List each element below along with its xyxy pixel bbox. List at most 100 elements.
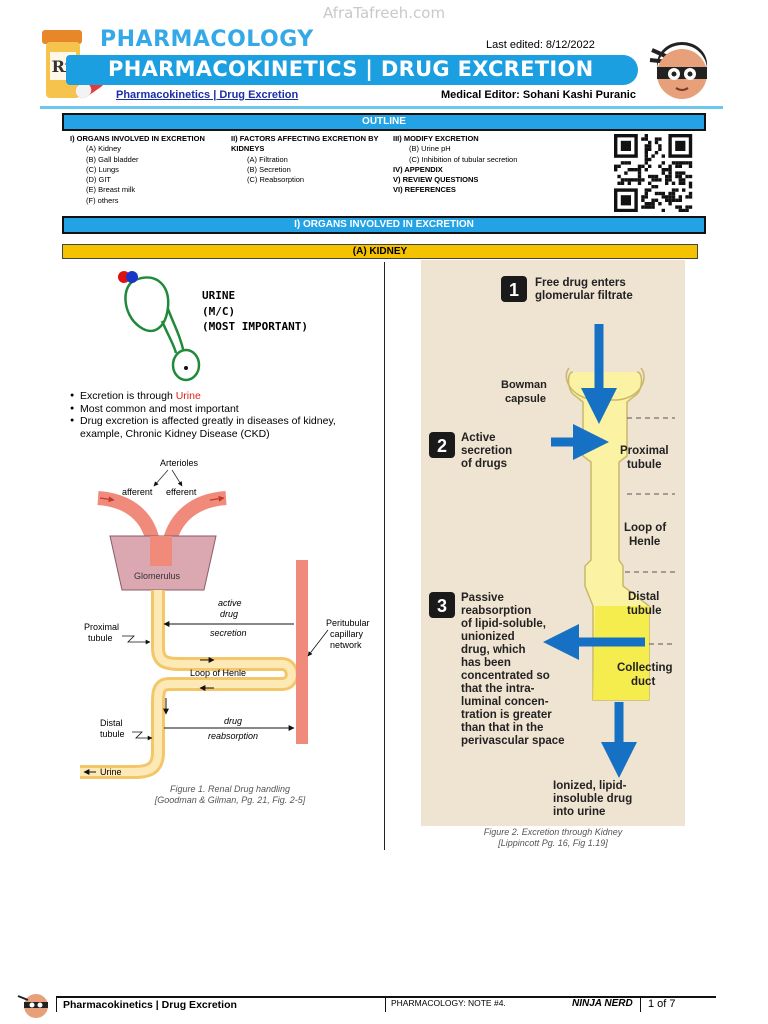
outline-item: (A) Filtration	[247, 154, 288, 164]
step-3-line: of lipid-soluble,	[461, 618, 546, 630]
label-collecting-2: duct	[631, 676, 655, 688]
step-1-line2: glomerular filtrate	[535, 290, 633, 302]
sketch-label-most-important: (MOST IMPORTANT)	[202, 320, 308, 333]
outline-item: (C) Inhibition of tubular secretion	[409, 154, 518, 164]
label-secretion: secretion	[210, 628, 247, 638]
label-loop-of-henle-1: Loop of	[624, 522, 666, 534]
label-loop-of-henle-2: Henle	[629, 536, 660, 548]
footer-note: PHARMACOLOGY: NOTE #4.	[391, 998, 506, 1008]
sketch-label-mc: (M/C)	[202, 305, 235, 318]
label-active: active	[218, 598, 242, 608]
outline-item: (B) Gall bladder	[86, 154, 139, 164]
label-efferent: efferent	[166, 487, 197, 497]
column-divider	[384, 262, 385, 850]
label-arterioles: Arterioles	[160, 458, 199, 468]
label-loop-of-henle: Loop of Henle	[190, 668, 246, 678]
step-2-line2: secretion	[461, 445, 512, 457]
label-proximal-tubule-2: tubule	[627, 459, 662, 471]
subsection-heading: (A) KIDNEY	[62, 244, 698, 259]
section-heading: I) ORGANS INVOLVED IN EXCRETION	[62, 216, 706, 234]
page-number: 1 of 7	[648, 998, 676, 1010]
label-distal: Distal	[100, 718, 123, 728]
step-3-line: that the intra-	[461, 683, 535, 695]
bullet-item: Excretion is through Urine	[70, 390, 370, 403]
label-drug: drug	[220, 609, 238, 619]
step-3-line: Passive	[461, 592, 504, 604]
kidney-sketch: URINE (M/C) (MOST IMPORTANT)	[118, 271, 308, 382]
footer-separator	[56, 998, 57, 1012]
step-3-line: reabsorption	[461, 605, 531, 617]
step-3-line: concentrated so	[461, 670, 550, 682]
subject-title: PHARMACOLOGY	[100, 27, 314, 52]
header-divider	[40, 106, 723, 109]
step-3-line: than that in the	[461, 722, 543, 734]
topic-link[interactable]: Pharmacokinetics | Drug Excretion	[116, 89, 299, 101]
output-line2: insoluble drug	[553, 793, 632, 805]
title-bar	[66, 55, 638, 85]
step-3-line: perivascular space	[461, 735, 565, 747]
outline-col2-title: II) FACTORS AFFECTING EXCRETION BY KIDNE…	[231, 134, 379, 154]
step-3-badge: 3	[437, 596, 447, 616]
label-bowman: Bowman	[501, 379, 547, 391]
step-1-line1: Free drug enters	[535, 277, 626, 289]
label-distal-tubule: tubule	[100, 729, 125, 739]
figure-renal-drug-handling: Arterioles afferent efferent Glomerulus …	[80, 458, 370, 779]
page-title: PHARMACOKINETICS | DRUG EXCRETION	[108, 57, 594, 81]
step-3-line: tration is greater	[461, 709, 552, 721]
label-network: network	[330, 640, 362, 650]
step-2-line1: Active	[461, 432, 496, 444]
outline-item: (F) others	[86, 195, 119, 205]
outline-col3-title: III) MODIFY EXCRETION	[393, 134, 479, 143]
label-capsule: capsule	[505, 393, 546, 405]
outline-item: IV) APPENDIX	[393, 164, 443, 174]
bullet-item: Most common and most important	[70, 403, 370, 416]
outline-column-2: II) FACTORS AFFECTING EXCRETION BY KIDNE…	[231, 134, 391, 185]
figure-excretion-through-kidney: 1 Free drug enters glomerular filtrate B…	[421, 260, 685, 826]
outline-item: V) REVIEW QUESTIONS	[393, 175, 479, 185]
footer-title: Pharmacokinetics | Drug Excretion	[63, 999, 237, 1011]
outline-item: (E) Breast milk	[86, 185, 136, 195]
footer-ninja-icon	[17, 994, 48, 1018]
step-2-badge: 2	[437, 436, 447, 456]
output-line1: Ionized, lipid-	[553, 780, 627, 792]
figure1-caption: Figure 1. Renal Drug handling [Goodman &…	[120, 784, 340, 806]
watermark: AfraTafreeh.com	[322, 4, 446, 22]
label-collecting-1: Collecting	[617, 662, 673, 674]
footer-logo: NINJA NERD	[572, 998, 633, 1009]
step-3-line: drug, which	[461, 644, 526, 656]
qr-code[interactable]	[610, 132, 696, 212]
outline-item: (B) Urine pH	[409, 144, 451, 154]
outline-column-3: III) MODIFY EXCRETION (B) Urine pH (C) I…	[393, 134, 593, 196]
label-peritubular: Peritubular	[326, 618, 370, 628]
label-capillary: capillary	[330, 629, 364, 639]
bullet-item: Drug excretion is affected greatly in di…	[70, 415, 370, 440]
sketch-label-urine: URINE	[202, 289, 235, 302]
outline-item: (C) Reabsorption	[247, 175, 305, 185]
outline-item: VI) REFERENCES	[393, 185, 456, 195]
step-3-line: luminal concen-	[461, 696, 549, 708]
label-urine: Urine	[100, 767, 122, 777]
figure2-caption-line2: [Lippincott Pg. 16, Fig 1.19]	[498, 838, 608, 848]
footer-divider	[56, 996, 716, 998]
outline-item: (B) Secretion	[247, 164, 291, 174]
label-glomerulus: Glomerulus	[134, 571, 181, 581]
step-1-badge: 1	[509, 280, 519, 300]
outline-col1-title: I) ORGANS INVOLVED IN EXCRETION	[70, 134, 205, 143]
label-proximal-tubule-1: Proximal	[620, 445, 669, 457]
outline-heading: OUTLINE	[62, 113, 706, 131]
kidney-bullets: Excretion is through Urine Most common a…	[70, 390, 370, 440]
figure2-caption: Figure 2. Excretion through Kidney [Lipp…	[440, 827, 666, 849]
footer-separator	[640, 998, 641, 1012]
output-line3: into urine	[553, 806, 605, 818]
figure1-caption-line2: [Goodman & Gilman, Pg. 21, Fig. 2-5]	[154, 795, 306, 805]
footer-separator	[385, 998, 386, 1012]
last-edited: Last edited: 8/12/2022	[486, 39, 595, 51]
label-drug-2: drug	[224, 716, 242, 726]
step-3-line: has been	[461, 657, 511, 669]
outline-item: (C) Lungs	[86, 164, 119, 174]
label-proximal: Proximal	[84, 622, 119, 632]
label-afferent: afferent	[122, 487, 153, 497]
outline-column-1: I) ORGANS INVOLVED IN EXCRETION (A) Kidn…	[70, 134, 230, 206]
label-tubule: tubule	[88, 633, 113, 643]
